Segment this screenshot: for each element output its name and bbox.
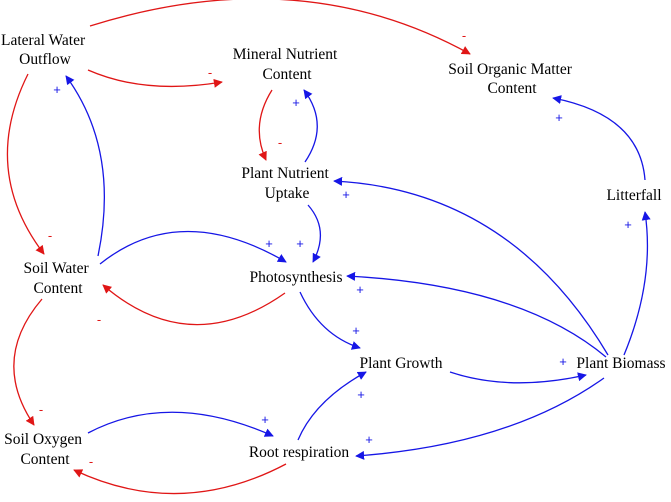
sign-mineral-to-uptake: - — [278, 135, 282, 150]
node-plant-growth: Plant Growth — [359, 355, 442, 372]
node-soil-oxygen-content: Soil Oxygen Content — [4, 431, 86, 468]
sign-biomass-to-uptake: + — [342, 187, 350, 202]
sign-photosynthesis-to-growth: + — [352, 323, 360, 338]
edge-lateral-to-soil-water — [6, 73, 45, 255]
edge-uptake-to-mineral — [303, 89, 318, 163]
sign-lateral-to-soil-water: - — [48, 228, 52, 243]
edge-growth-to-biomass — [449, 371, 587, 384]
sign-soil-water-to-lateral: + — [53, 82, 61, 97]
node-plant-nutrient-uptake: Plant Nutrient Uptake — [241, 165, 332, 202]
sign-uptake-to-mineral: + — [292, 95, 300, 110]
sign-litterfall-to-soil-organic-matter: + — [555, 110, 563, 125]
sign-biomass-to-litterfall: + — [624, 217, 632, 232]
edge-soil-water-to-soil-oxygen — [13, 298, 43, 426]
node-label-line: Content — [262, 66, 312, 83]
node-label-line: Plant Biomass — [576, 355, 665, 372]
node-mineral-nutrient-content: Mineral Nutrient Content — [233, 46, 341, 83]
sign-lateral-to-soil-organic-matter: - — [462, 28, 466, 43]
node-label-line: Photosynthesis — [249, 269, 342, 286]
node-lateral-water-outflow: Lateral Water Outflow — [1, 32, 89, 68]
node-label-line: Content — [33, 280, 83, 297]
edge-soil-water-to-lateral — [65, 75, 106, 257]
edge-uptake-to-photosynthesis — [307, 204, 322, 263]
node-label-line: Soil Organic Matter — [448, 61, 573, 78]
edge-biomass-to-photosynthesis — [346, 271, 607, 358]
edge-biomass-to-uptake — [333, 176, 609, 356]
polarity-sign-layer: - - - + - + + + + - + + + + + - + - + + — [39, 28, 632, 469]
node-label-line: Plant Nutrient — [241, 165, 329, 182]
node-label-line: Litterfall — [606, 187, 661, 204]
node-soil-organic-matter-content: Soil Organic Matter Content — [448, 61, 576, 97]
node-label-line: Soil Oxygen — [4, 431, 82, 448]
edge-biomass-to-root-respiration — [355, 377, 605, 460]
edge-litterfall-to-soil-organic-matter — [552, 95, 646, 181]
node-litterfall: Litterfall — [606, 187, 661, 204]
node-plant-biomass: Plant Biomass — [576, 355, 665, 372]
node-root-respiration: Root respiration — [249, 444, 350, 461]
edge-soil-oxygen-to-root-respiration — [87, 411, 274, 437]
edge-mineral-to-uptake — [258, 89, 273, 161]
sign-biomass-to-photosynthesis: + — [356, 282, 364, 297]
edge-photosynthesis-to-growth — [299, 291, 361, 350]
sign-photosynthesis-to-soil-water: - — [97, 312, 101, 327]
node-label-line: Soil Water — [23, 260, 89, 277]
node-label-line: Content — [487, 80, 537, 97]
sign-growth-to-biomass: + — [559, 354, 567, 369]
node-soil-water-content: Soil Water Content — [23, 260, 92, 297]
sign-uptake-to-photosynthesis: + — [296, 236, 304, 251]
edge-layer — [6, 0, 651, 495]
edge-lateral-to-soil-organic-matter — [89, 0, 471, 55]
node-label-line: Outflow — [19, 51, 71, 68]
node-layer: Lateral Water Outflow Mineral Nutrient C… — [1, 32, 666, 468]
node-label-line: Mineral Nutrient — [233, 46, 338, 63]
edge-soil-water-to-photosynthesis — [99, 230, 287, 265]
edge-photosynthesis-to-soil-water — [102, 284, 286, 326]
node-label-line: Root respiration — [249, 444, 350, 461]
node-label-line: Plant Growth — [359, 355, 442, 372]
sign-root-respiration-to-soil-oxygen: - — [89, 454, 93, 469]
edge-lateral-to-mineral-nutrient — [87, 69, 223, 88]
sign-biomass-to-root-respiration: + — [365, 432, 373, 447]
sign-lateral-to-mineral-nutrient: - — [208, 65, 212, 80]
edge-root-respiration-to-growth — [297, 371, 367, 441]
sign-soil-oxygen-to-root-respiration: + — [261, 412, 269, 427]
node-label-line: Uptake — [265, 185, 310, 202]
node-label-line: Content — [20, 451, 70, 468]
sign-soil-water-to-photosynthesis: + — [265, 236, 273, 251]
sign-root-respiration-to-growth: + — [357, 387, 365, 402]
edge-biomass-to-litterfall — [623, 211, 651, 356]
node-photosynthesis: Photosynthesis — [249, 269, 342, 286]
edge-root-respiration-to-soil-oxygen — [73, 463, 287, 495]
node-label-line: Lateral Water — [1, 32, 86, 49]
sign-soil-water-to-soil-oxygen: - — [39, 402, 43, 417]
